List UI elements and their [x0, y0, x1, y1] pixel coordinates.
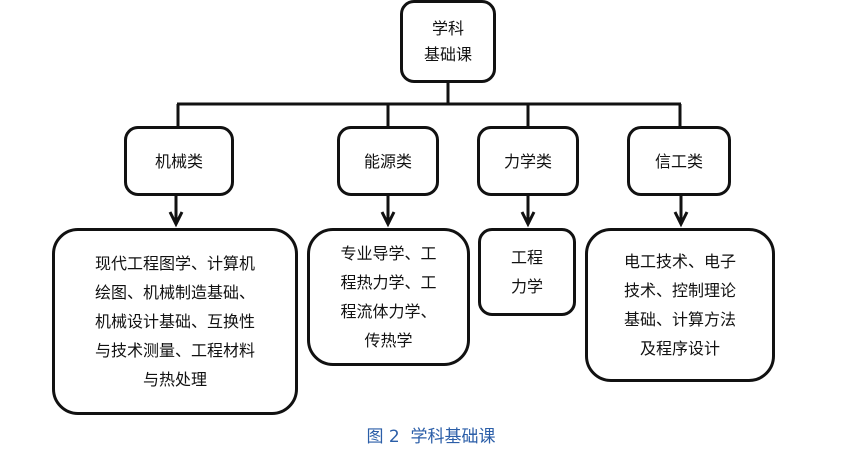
detail-mechanical: 现代工程图学、计算机 绘图、机械制造基础、 机械设计基础、互换性 与技术测量、工… — [52, 228, 298, 415]
detail-line: 绘图、机械制造基础、 — [94, 283, 255, 302]
root-node: 学科 基础课 — [400, 0, 496, 83]
detail-line: 电工技术、电子 — [623, 252, 736, 271]
detail-mechanics: 工程 力学 — [478, 228, 576, 316]
category-label: 信工类 — [654, 151, 703, 171]
detail-line: 工程 — [510, 248, 543, 267]
category-label: 机械类 — [154, 151, 203, 171]
root-line-1: 学科 — [431, 18, 464, 38]
detail-energy: 专业导学、工 程热力学、工 程流体力学、 传热学 — [307, 228, 470, 366]
arrowhead-energy — [380, 211, 396, 228]
category-label: 能源类 — [363, 151, 412, 171]
root-line-2: 基础课 — [423, 44, 472, 64]
detail-line: 程热力学、工 — [340, 273, 437, 292]
detail-line: 基础、计算方法 — [623, 310, 736, 329]
figure-caption: 图 2 学科基础课 — [366, 427, 496, 447]
arrowhead-info — [673, 211, 689, 228]
category-energy: 能源类 — [337, 126, 439, 196]
category-label: 力学类 — [503, 151, 552, 171]
detail-line: 与技术测量、工程材料 — [94, 341, 255, 360]
detail-line: 与热处理 — [142, 370, 207, 389]
arrowhead-mech — [168, 211, 184, 228]
detail-line: 机械设计基础、互换性 — [94, 312, 255, 331]
detail-info-engineering: 电工技术、电子 技术、控制理论 基础、计算方法 及程序设计 — [585, 228, 775, 382]
arrowhead-mechanics — [520, 211, 536, 228]
detail-line: 及程序设计 — [639, 339, 720, 358]
detail-line: 现代工程图学、计算机 — [94, 254, 255, 273]
detail-line: 传热学 — [364, 331, 413, 350]
category-mechanical: 机械类 — [124, 126, 234, 196]
detail-line: 技术、控制理论 — [623, 281, 736, 300]
detail-line: 程流体力学、 — [340, 302, 437, 321]
detail-line: 力学 — [510, 277, 543, 296]
category-info-engineering: 信工类 — [627, 126, 731, 196]
category-mechanics: 力学类 — [477, 126, 579, 196]
detail-line: 专业导学、工 — [340, 244, 437, 263]
